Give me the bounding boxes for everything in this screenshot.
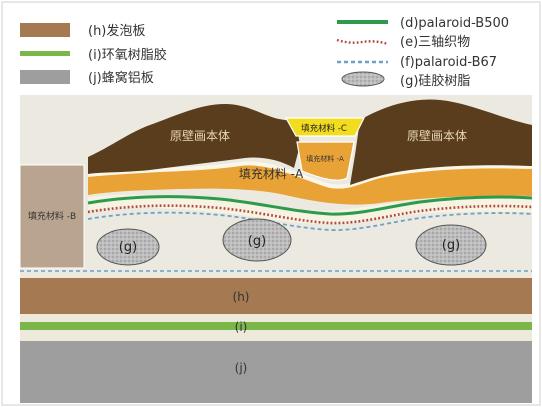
filler-a-label: 填充材料 -A [239,166,304,181]
legend-label-i: (i)环氧树脂胶 [88,47,167,63]
light-gap-upper [20,314,532,322]
mural-body-right [350,99,532,185]
filler-b-block [19,164,85,269]
legend-label-j: (j)蜂窝铝板 [88,70,154,86]
legend-label-h: (h)发泡板 [88,23,145,39]
filler-a-top-line [87,161,533,189]
legend-label-f: (f)palaroid-B67 [400,55,497,70]
legend-swatch-e [336,38,389,46]
silicone-blob-left [96,228,160,266]
mural-label-left: 原壁画本体 [170,128,230,143]
legend-swatch-g [341,71,385,87]
foam-layer [20,278,532,314]
silicone-blob-middle [222,218,292,262]
filler-c-label: 填充材料 -C [301,123,347,134]
honeycomb-layer [20,341,532,403]
filler-a-layer [88,164,532,205]
legend-label-e: (e)三轴织物 [400,35,470,50]
foam-tag: (h) [233,290,250,304]
legend-right: (d)palaroid-B500 (e)三轴织物 (f)palaroid-B67… [336,16,509,89]
legend-swatch-h [20,23,70,37]
filler-a-small-label: 填充材料 -A [306,154,344,163]
legend-label-g: (g)硅胶树脂 [400,73,470,89]
silicone-tag-right: (g) [442,238,460,253]
epoxy-tag: (i) [235,320,248,334]
legend-left: (h)发泡板 (i)环氧树脂胶 (j)蜂窝铝板 [20,23,167,86]
legend-swatch-j [20,70,70,84]
silicone-tag-left: (g) [119,240,137,255]
mural-label-right: 原壁画本体 [407,128,467,143]
silicone-tag-middle: (g) [248,234,266,249]
filler-b-label: 填充材料 -B [28,210,76,222]
legend-swatch-i [20,51,70,56]
mural-body-left [88,104,300,174]
filler-a-small-block [296,141,355,181]
filler-c-block [284,117,365,137]
light-gap-lower [20,332,532,341]
legend-label-d: (d)palaroid-B500 [400,16,509,31]
honeycomb-tag: (j) [235,361,248,375]
epoxy-layer [20,322,532,330]
silicone-blob-right [415,224,487,266]
b500-line [87,195,533,216]
